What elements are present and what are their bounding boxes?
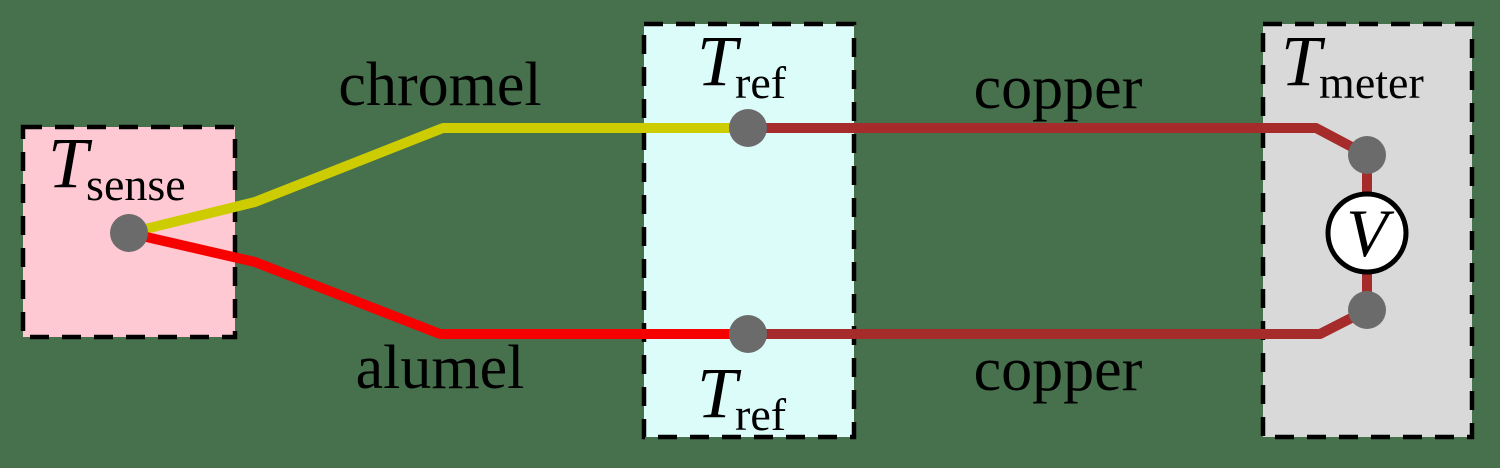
sense-temperature-label: Tsense — [48, 123, 186, 210]
reference-temperature-label-bottom: Tref — [697, 353, 787, 440]
reference-junction-dot-bottom — [729, 315, 767, 353]
chromel-wire-label: chromel — [338, 51, 541, 119]
meter-terminal-dot-top — [1348, 136, 1386, 174]
alumel-wire-label: alumel — [356, 334, 525, 402]
reference-zone-box — [641, 21, 857, 440]
voltmeter-icon — [1325, 191, 1409, 275]
chromel-wire — [127, 123, 748, 238]
alumel-wire — [127, 228, 748, 339]
copper-wire-label-bottom: copper — [974, 336, 1143, 404]
meter-temperature-label: Tmeter — [1281, 21, 1424, 108]
meter-terminal-dot-bottom — [1348, 291, 1386, 329]
copper-wire-label-top: copper — [974, 54, 1143, 122]
sense-junction-dot — [110, 214, 148, 252]
reference-junction-dot-top — [729, 109, 767, 147]
reference-temperature-label-top: Tref — [697, 21, 787, 108]
copper-wire-top — [748, 123, 1370, 160]
voltmeter-symbol: V — [1346, 195, 1395, 271]
